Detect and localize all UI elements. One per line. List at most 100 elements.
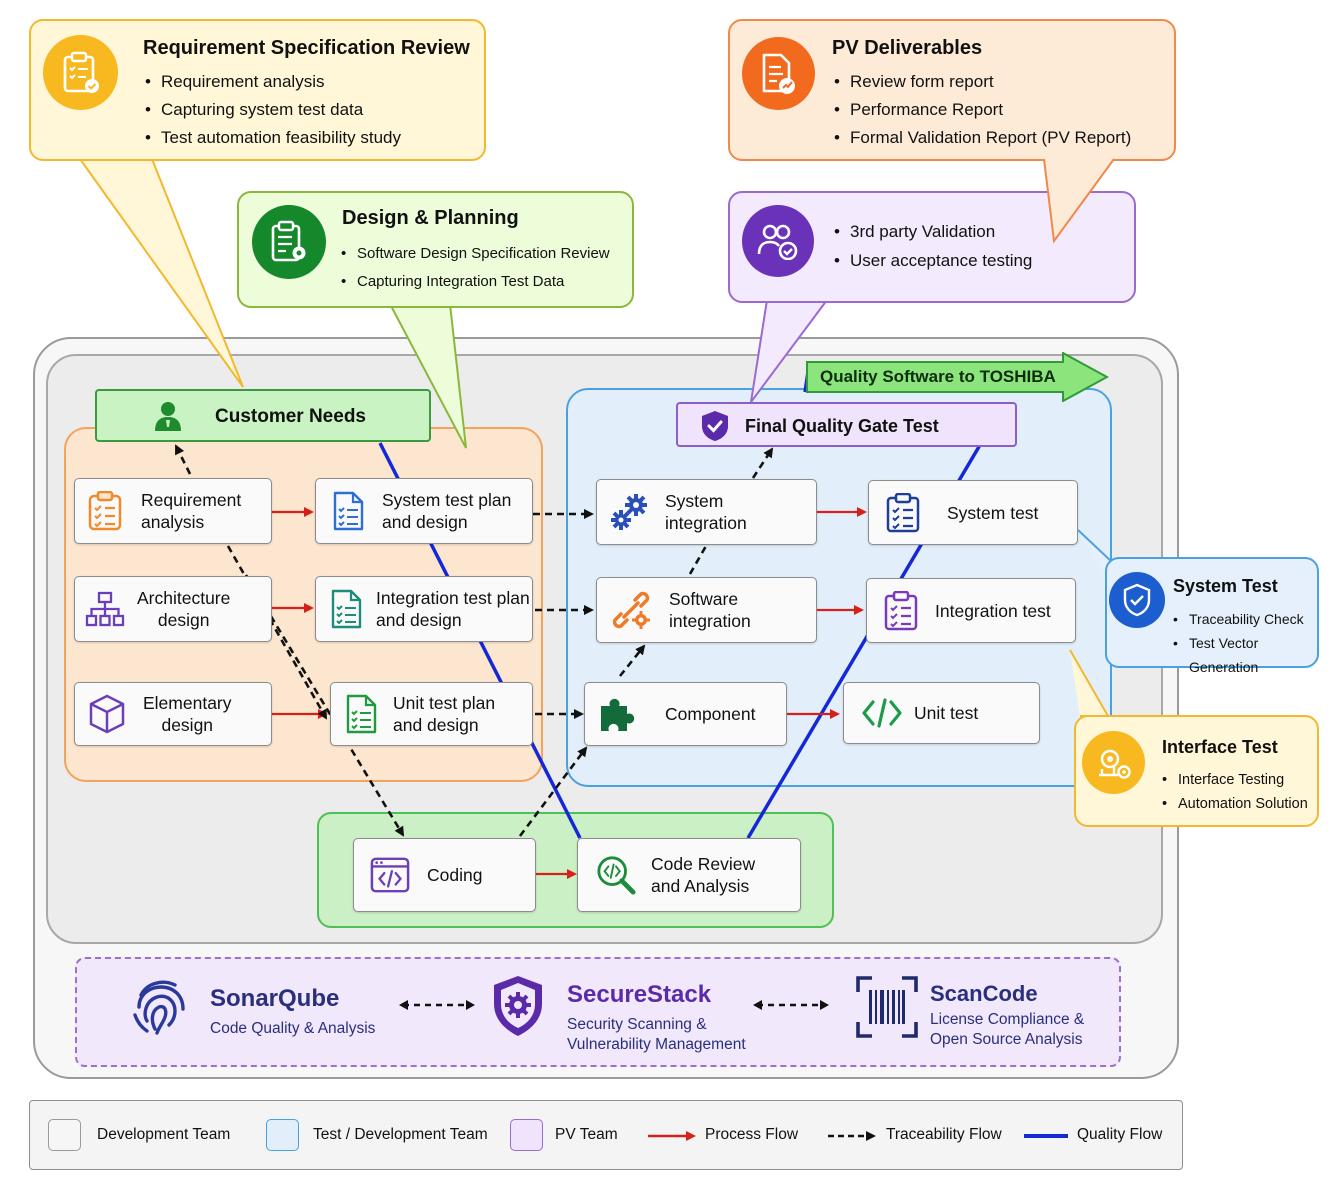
design-planning-item: Software Design Specification Review: [339, 240, 610, 268]
design-planning-title: Design & Planning: [342, 207, 519, 229]
users-check-badge-icon: [742, 205, 814, 277]
code-window-icon: [370, 855, 410, 895]
customer-needs-banner: Customer Needs: [95, 389, 431, 442]
component-node: Component: [584, 682, 787, 746]
pv-deliverables-item: Performance Report: [832, 96, 1131, 124]
integration-test-label: Integration test: [935, 600, 1051, 621]
system-test-callout: System Test Traceability Check Test Vect…: [1105, 557, 1319, 675]
test-dev-team-swatch: [266, 1119, 299, 1151]
design-planning-callout: Design & Planning Software Design Specif…: [237, 191, 634, 308]
scancode-name: ScanCode: [930, 981, 1038, 1006]
clipboard-checklist-icon: [883, 492, 923, 533]
process-flow-line-sample: [648, 1131, 696, 1141]
interface-test-callout-title: Interface Test: [1162, 737, 1278, 757]
integration-test-node: Integration test: [866, 578, 1076, 643]
clipboard-checklist-icon: [85, 491, 125, 531]
quality-software-label: Quality Software to TOSHIBA: [820, 367, 1056, 386]
scancode-desc: License Compliance & Open Source Analysi…: [930, 1011, 1085, 1048]
customer-needs-label: Customer Needs: [215, 406, 366, 427]
link-gear-icon: [611, 590, 651, 630]
design-callout-pointer: [389, 303, 467, 449]
quality-software-arrow: Quality Software to TOSHIBA: [805, 351, 1110, 403]
interface-test-callout-item: Automation Solution: [1160, 792, 1308, 816]
architecture-design-node: Architecture design: [74, 576, 272, 642]
requirement-analysis-label: Requirement analysis: [141, 490, 242, 532]
system-test-node: System test: [868, 480, 1078, 545]
interface-test-callout: Interface Test Interface Testing Automat…: [1074, 715, 1319, 827]
system-test-callout-title: System Test: [1173, 576, 1278, 596]
system-test-callout-item: Test Vector Generation: [1171, 631, 1317, 679]
process-flow-lines: [272, 507, 867, 879]
fingerprint-icon: [133, 975, 193, 1042]
validation-item: 3rd party Validation: [832, 217, 1032, 246]
shield-check-icon: [700, 410, 730, 447]
code-brackets-icon: [862, 693, 902, 733]
shield-badge-icon: [1109, 572, 1165, 628]
clipboard-check-badge-icon: [43, 35, 118, 110]
securestack-name: SecureStack: [567, 981, 712, 1008]
document-checklist-icon: [341, 694, 381, 734]
integration-test-plan-node: Integration test plan and design: [315, 576, 533, 642]
validation-item: User acceptance testing: [832, 246, 1032, 275]
tools-panel: SonarQube Code Quality & Analysis Secure…: [75, 957, 1121, 1067]
code-search-icon: [596, 855, 636, 895]
document-checklist-icon: [326, 589, 366, 629]
legend-process-flow: Process Flow: [705, 1126, 799, 1143]
pv-deliverables-item: Review form report: [832, 68, 1131, 96]
coding-node: Coding: [353, 838, 536, 912]
unit-test-node: Unit test: [843, 682, 1040, 744]
code-review-node: Code Review and Analysis: [577, 838, 801, 912]
shield-gear-icon: [490, 974, 546, 1043]
quality-flow-line-sample: [1024, 1134, 1068, 1138]
software-integration-node: Software integration: [596, 577, 817, 643]
architecture-design-label: Architecture design: [137, 588, 231, 630]
final-quality-gate-banner: Final Quality Gate Test: [676, 402, 1017, 447]
requirement-callout-pointer: [80, 158, 244, 388]
requirement-spec-title: Requirement Specification Review: [143, 37, 470, 59]
legend: Development Team Test / Development Team…: [29, 1100, 1183, 1170]
barcode-scan-icon: [856, 976, 918, 1043]
unit-test-label: Unit test: [914, 703, 979, 723]
pv-deliverables-item: Formal Validation Report (PV Report): [832, 124, 1131, 152]
software-integration-label: Software integration: [669, 589, 751, 631]
legend-quality-flow: Quality Flow: [1077, 1126, 1163, 1143]
coding-label: Coding: [427, 865, 483, 885]
interface-badge-icon: [1082, 731, 1145, 794]
system-integration-label: System integration: [665, 491, 747, 533]
document-checklist-icon: [328, 491, 368, 531]
pv-deliverables-callout: PV Deliverables Review form report Perfo…: [728, 19, 1176, 161]
design-planning-item: Capturing Integration Test Data: [339, 268, 610, 296]
legend-development-team: Development Team: [97, 1126, 231, 1143]
system-test-callout-item: Traceability Check: [1171, 607, 1317, 631]
requirement-spec-item: Requirement analysis: [143, 68, 401, 96]
system-test-plan-label: System test plan and design: [382, 490, 512, 532]
development-team-swatch: [48, 1119, 81, 1151]
requirement-spec-item: Capturing system test data: [143, 96, 401, 124]
legend-traceability-flow: Traceability Flow: [886, 1126, 1002, 1143]
system-test-label: System test: [947, 502, 1039, 523]
validation-callout-pointer: [750, 299, 828, 403]
component-label: Component: [665, 704, 756, 724]
hierarchy-icon: [85, 589, 125, 629]
interface-test-callout-pointer: [1069, 649, 1110, 717]
final-quality-gate-label: Final Quality Gate Test: [745, 416, 939, 436]
puzzle-piece-icon: [597, 694, 637, 734]
cube-icon: [87, 694, 127, 734]
tool-link-arrow: [753, 1000, 829, 1010]
requirement-spec-item: Test automation feasibility study: [143, 124, 401, 152]
sonarqube-desc: Code Quality & Analysis: [210, 1020, 376, 1037]
clipboard-checklist-icon: [881, 590, 921, 631]
interface-test-callout-item: Interface Testing: [1160, 768, 1308, 792]
legend-pv-team: PV Team: [555, 1126, 618, 1143]
code-review-label: Code Review and Analysis: [651, 854, 756, 896]
pv-deliverables-title: PV Deliverables: [832, 37, 983, 59]
unit-test-plan-label: Unit test plan and design: [393, 693, 496, 735]
system-integration-node: System integration: [596, 479, 817, 545]
clipboard-gear-badge-icon: [252, 205, 326, 279]
tool-link-arrow: [399, 1000, 475, 1010]
system-test-plan-node: System test plan and design: [315, 478, 533, 544]
traceability-flow-line-sample: [828, 1131, 876, 1141]
sonarqube-name: SonarQube: [210, 985, 340, 1012]
securestack-desc: Security Scanning & Vulnerability Manage…: [567, 1016, 746, 1053]
customer-icon: [153, 400, 183, 437]
